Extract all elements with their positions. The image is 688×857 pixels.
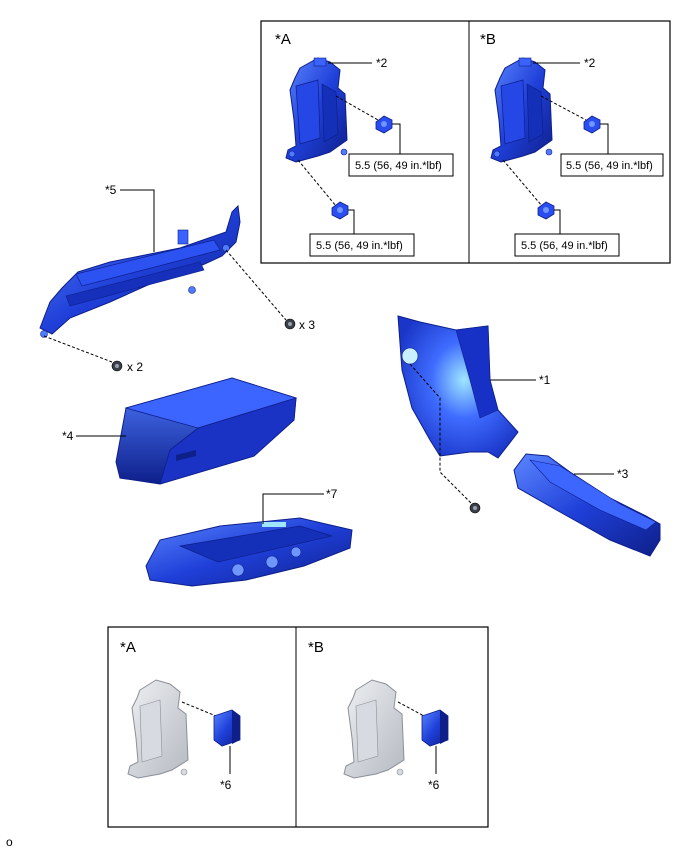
bottom-panel-a-title: *A: [120, 639, 136, 656]
dash-b-lower: [502, 159, 543, 207]
torque-text-b-upper: 5.5 (56, 49 in.*lbf): [566, 160, 653, 172]
torque-text-a-lower: 5.5 (56, 49 in.*lbf): [316, 240, 403, 252]
qty-screw-x3: x 3: [299, 318, 315, 332]
dash-a-lower: [297, 159, 337, 207]
label-part-4: *4: [62, 429, 74, 443]
screw-x3-icon: [284, 318, 296, 330]
part-4-glove-box: [115, 377, 298, 485]
clip-icon: [469, 502, 481, 514]
nut-a-lower: [331, 201, 349, 220]
torque-box-b-upper: [560, 153, 664, 177]
screw-x2-icon: [111, 360, 123, 372]
bracket-part-2-b: [490, 57, 553, 163]
label-part-5: *5: [105, 183, 117, 197]
dash-clip-part-1: [409, 363, 475, 507]
part-7-lower-panel: [145, 517, 353, 587]
nut-a-upper: [375, 115, 393, 134]
dash-bottom-a: [181, 701, 217, 717]
torque-text-a-upper: 5.5 (56, 49 in.*lbf): [355, 160, 442, 172]
top-variant-panel: *A *B *2 5.5 (56, 49 in.*lbf) 5.5 (56,: [260, 20, 671, 264]
leader-torque-b-lower: [554, 209, 561, 234]
bottom-panel-frame: [107, 626, 489, 828]
leader-part-5: [120, 189, 155, 252]
part-3-scuff-plate: [513, 453, 661, 557]
label-part-1: *1: [539, 373, 551, 387]
torque-box-a-lower: [309, 233, 415, 257]
top-panel-a-title: *A: [275, 31, 291, 48]
leader-torque-a-upper: [392, 123, 401, 154]
nut-b-upper: [583, 115, 601, 134]
torque-box-a-upper: [348, 153, 454, 177]
bracket-part-2-a: [285, 57, 348, 163]
part-5-reinforcement: [39, 204, 241, 338]
leader-torque-b-upper: [600, 123, 609, 154]
leader-part-7: [262, 493, 324, 524]
leader-torque-a-lower: [348, 209, 355, 234]
nut-b-lower: [537, 201, 555, 220]
label-part-6-b: *6: [428, 778, 440, 792]
bottom-variant-panel: *A *B *6 *6: [107, 626, 489, 828]
bottom-panel-b-title: *B: [308, 639, 324, 656]
dash-b-upper: [540, 95, 587, 121]
module-part-6-b: [421, 709, 449, 747]
qty-screw-x2: x 2: [127, 360, 143, 374]
label-part-2-b: *2: [584, 56, 596, 70]
part-1-side-trim: [397, 315, 519, 459]
footer-code: o: [6, 835, 13, 849]
dash-screw-x3: [225, 249, 287, 321]
top-panel-b-title: *B: [480, 31, 496, 48]
module-part-6-a: [213, 709, 241, 747]
top-panel-frame: [260, 20, 671, 264]
label-part-7: *7: [326, 487, 338, 501]
bracket-gray-b: [343, 679, 405, 779]
torque-box-b-lower: [514, 233, 620, 257]
dash-screw-x2: [43, 335, 113, 363]
label-part-3: *3: [617, 467, 629, 481]
label-part-2-a: *2: [376, 56, 388, 70]
bracket-gray-a: [127, 679, 189, 779]
torque-text-b-lower: 5.5 (56, 49 in.*lbf): [521, 240, 608, 252]
dash-a-upper: [335, 95, 379, 121]
label-part-6-a: *6: [220, 778, 232, 792]
